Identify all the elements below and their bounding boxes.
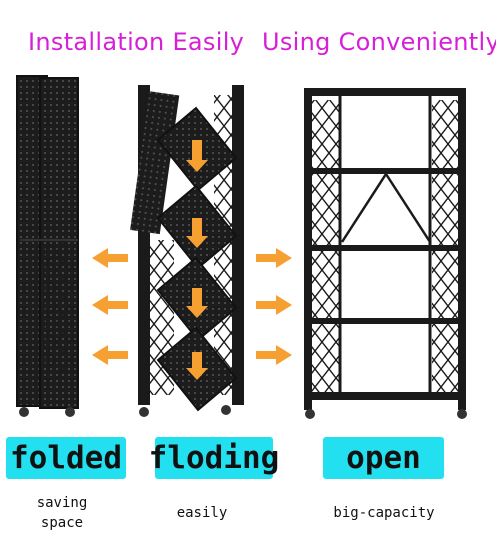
label-open: open — [323, 437, 444, 479]
arrows-right — [256, 248, 292, 365]
headline-using: Using Conveniently — [262, 28, 496, 56]
caption-open: big-capacity — [333, 505, 435, 521]
floding-rack — [130, 85, 244, 417]
caption-folded: saving space — [18, 493, 106, 533]
caption-floding: easily — [176, 505, 228, 521]
arrows-left — [92, 248, 128, 365]
caption-folded-line1: saving — [36, 495, 88, 511]
label-folded: folded — [6, 437, 126, 479]
caption-folded-line2: space — [40, 515, 84, 531]
folded-rack — [16, 75, 79, 417]
open-rack — [304, 88, 467, 419]
label-floding: floding — [149, 437, 279, 479]
headline-installation: Installation Easily — [28, 28, 245, 56]
